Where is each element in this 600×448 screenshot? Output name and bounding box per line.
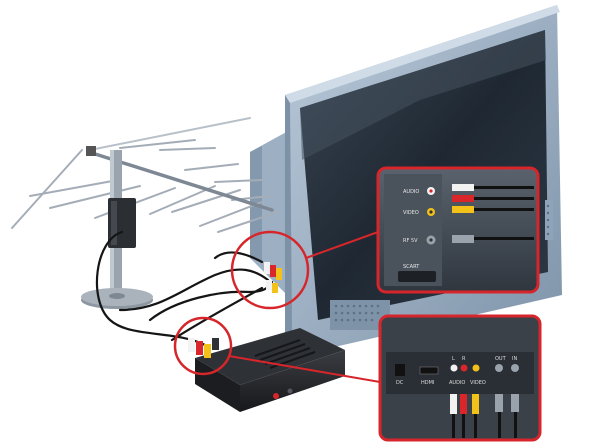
tv-panel-plugs [452, 184, 534, 243]
antenna-elements [11, 139, 279, 233]
receiver-power-led [273, 393, 279, 399]
tv-side-grille [545, 200, 553, 240]
receiver-connector-callout-circle [173, 316, 233, 376]
antenna-coax-cable [95, 230, 207, 347]
antenna-clamp [86, 146, 96, 156]
receiver-rf-in-jack [511, 364, 519, 372]
receiver-connector-panel: DC HDMI L R AUDIO VIDEO OUT IN [378, 314, 542, 442]
tv-scart-port [398, 271, 436, 282]
tv-panel-scart-label: SCART [403, 264, 420, 270]
receiver-rf-out-jack [495, 364, 503, 372]
tv-frame-top-edge [285, 5, 560, 103]
receiver-r-label: R [462, 356, 466, 362]
tv-panel-audio-label: AUDIO [403, 189, 419, 195]
receiver-hdmi-label: HDMI [421, 380, 434, 386]
receiver-dc-port [395, 364, 405, 376]
receiver-in-label: IN [512, 356, 517, 362]
receiver-hdmi-port [419, 366, 439, 375]
receiver-audio-l-jack [450, 364, 458, 372]
tv-connector-callout-circle [230, 230, 310, 310]
receiver-l-label: L [452, 356, 455, 362]
receiver-audio-label: AUDIO [449, 380, 465, 386]
antenna-reflector-rod [89, 117, 251, 151]
receiver-rca-plugs [188, 338, 219, 358]
receiver-video-label: VIDEO [470, 380, 486, 386]
receiver-front [240, 350, 345, 412]
receiver [195, 328, 345, 412]
tv [250, 5, 562, 348]
receiver-dc-label: DC [396, 380, 404, 386]
tv-rca-plugs [264, 262, 282, 293]
receiver-audio-r-jack [460, 364, 468, 372]
tv-screen-reflection [300, 30, 546, 160]
receiver-out-label: OUT [495, 356, 507, 362]
receiver-panel-plugs [450, 394, 519, 438]
antenna [11, 117, 279, 309]
tv-frame-left-edge [285, 95, 292, 335]
tv-callout-leader [305, 231, 379, 259]
tv-panel-video-label: VIDEO [403, 210, 419, 216]
tv-panel-rf-label: RF 5V [403, 238, 418, 244]
receiver-callout-leader [228, 355, 381, 383]
receiver-left-side [195, 358, 240, 412]
tv-connector-panel: AUDIO VIDEO RF 5V SCART [376, 166, 540, 294]
receiver-video-jack [472, 364, 480, 372]
receiver-button [287, 388, 293, 394]
